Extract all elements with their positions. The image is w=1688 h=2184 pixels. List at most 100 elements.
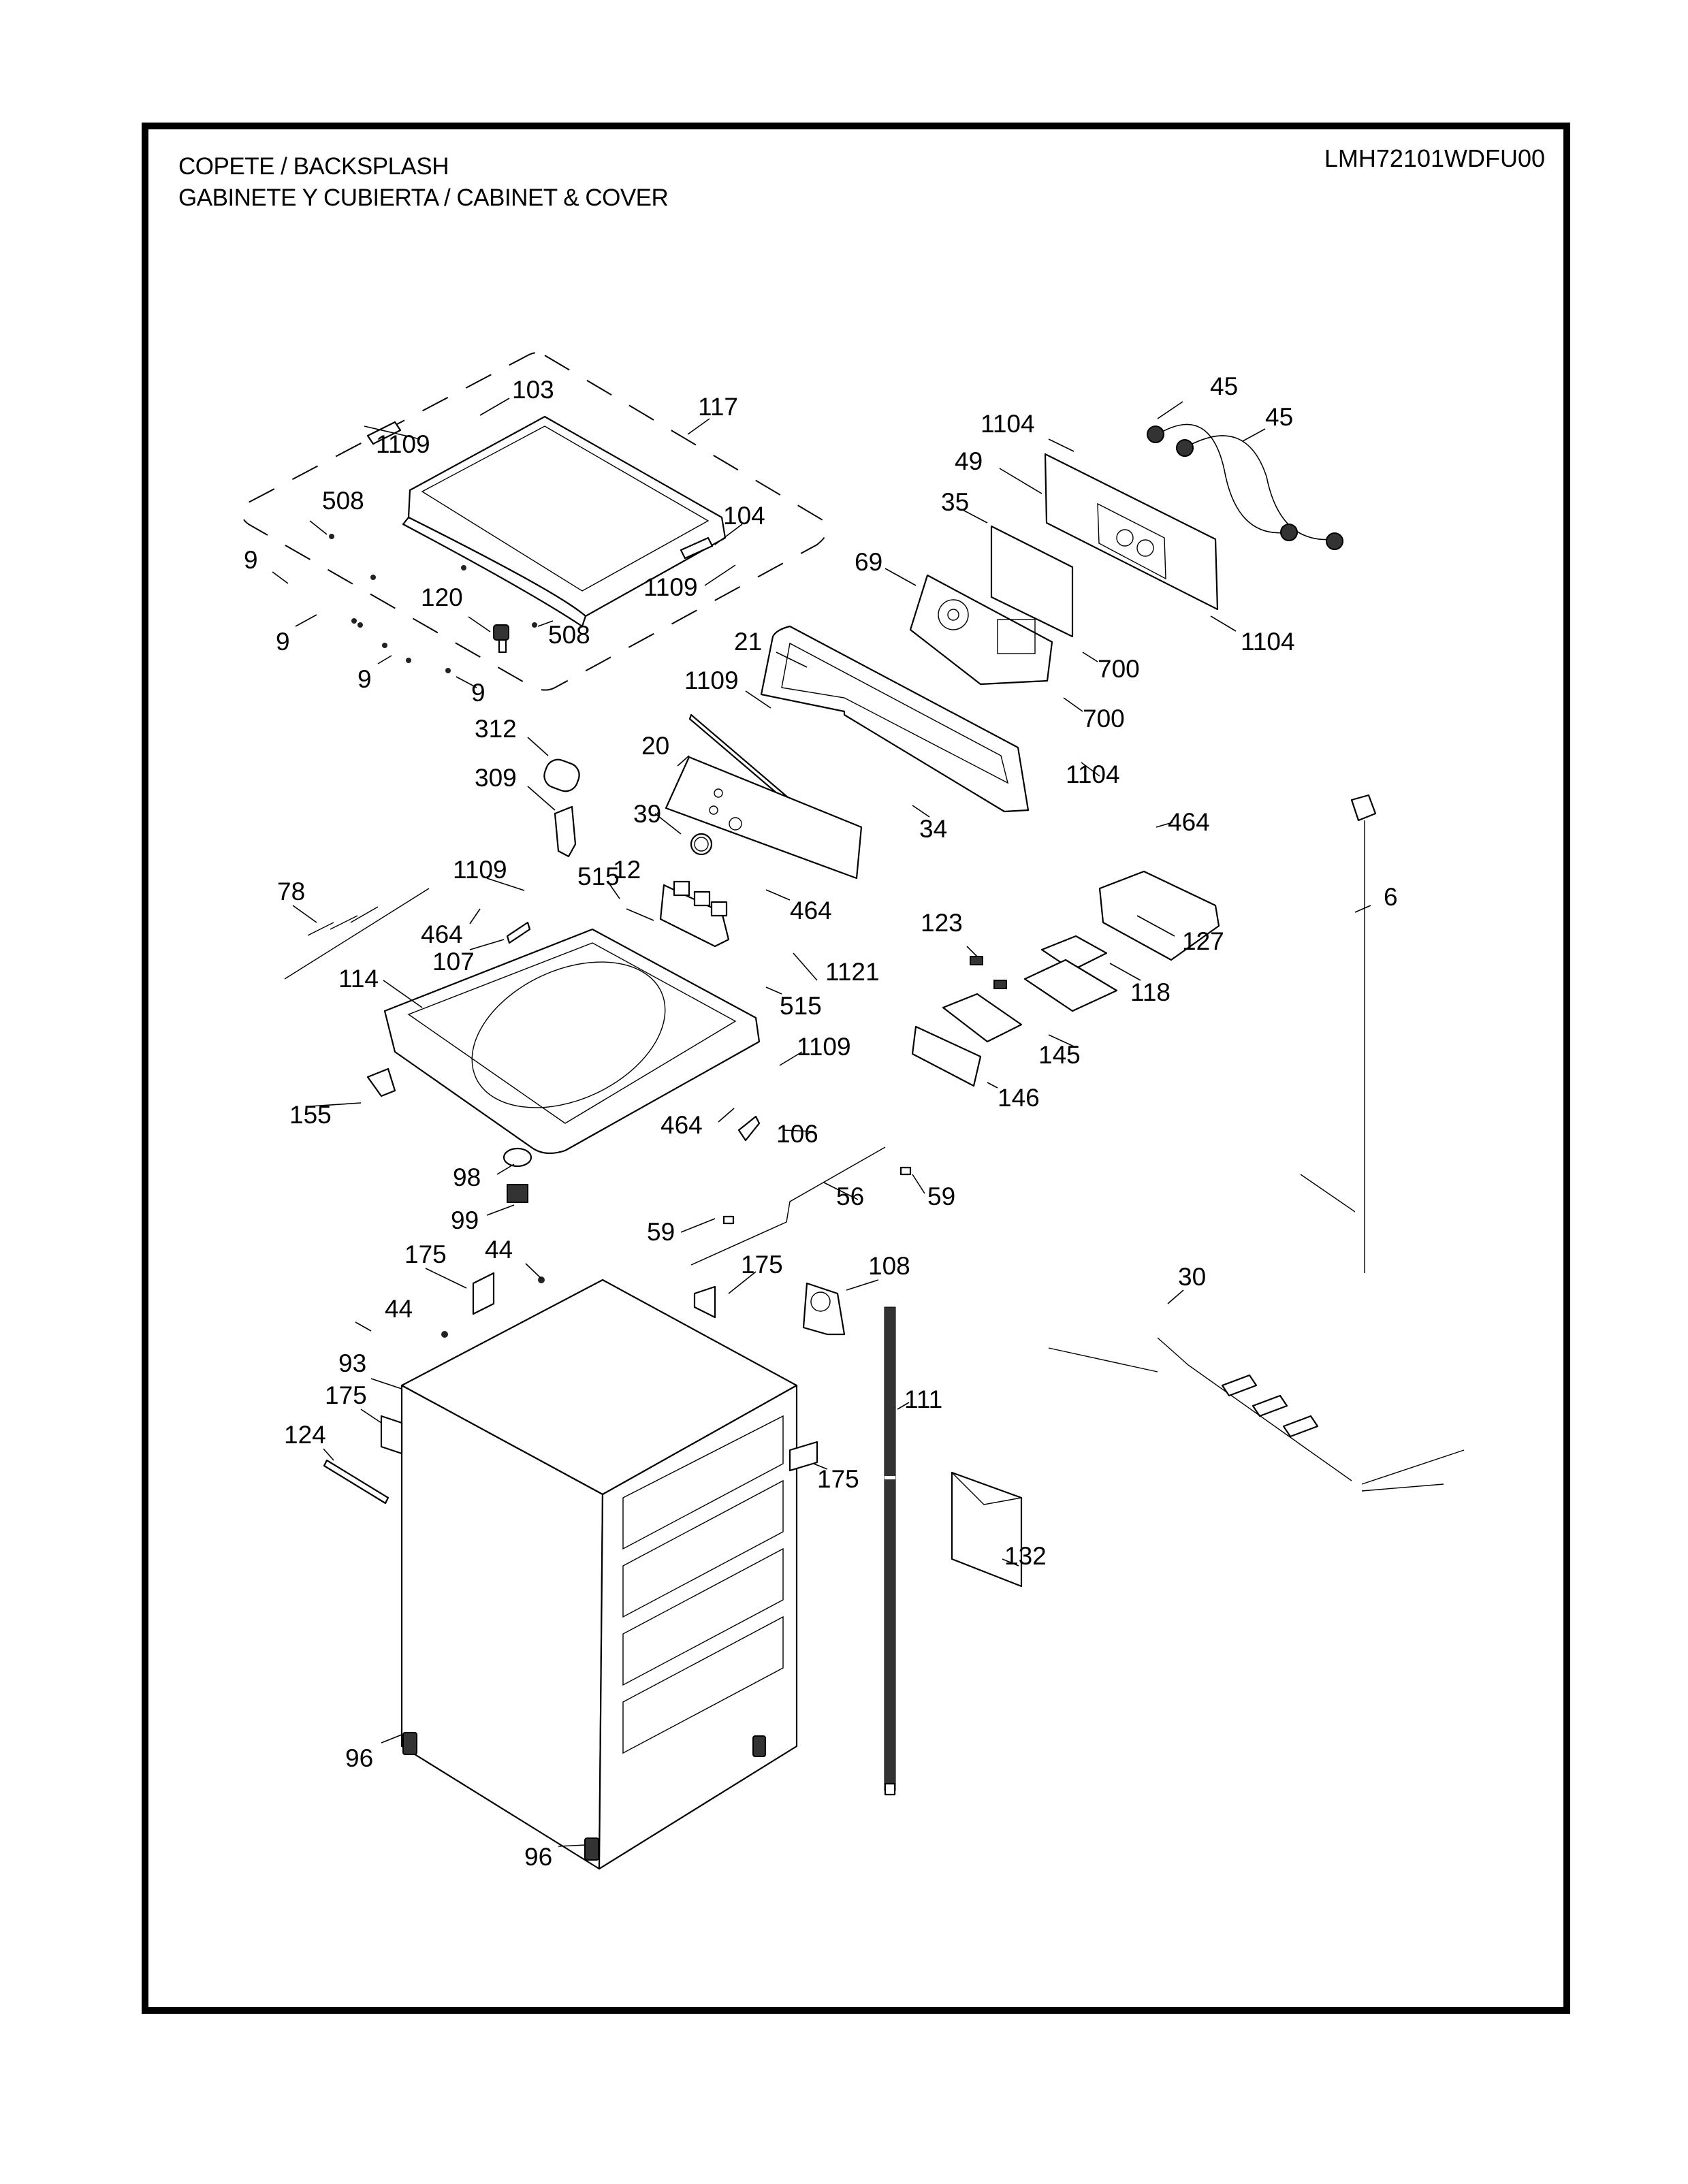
lid-assembly xyxy=(402,415,727,628)
backsplash-housing xyxy=(760,625,1030,813)
callout-44: 44 xyxy=(485,1236,513,1264)
callout-464: 464 xyxy=(660,1111,703,1139)
control-panel-overlay xyxy=(665,756,863,880)
callout-21: 21 xyxy=(734,628,762,656)
label-sheet xyxy=(990,525,1074,638)
water-inlet-valve xyxy=(659,880,730,948)
drawer-handle xyxy=(911,1025,982,1087)
callout-515: 515 xyxy=(780,992,822,1020)
callout-1109: 1109 xyxy=(643,573,698,601)
lid-hinge-right xyxy=(680,536,714,560)
cover-98 xyxy=(503,1147,532,1168)
callout-78: 78 xyxy=(277,878,305,905)
callout-127: 127 xyxy=(1182,927,1224,955)
callout-145: 145 xyxy=(1038,1041,1081,1069)
lid-lock xyxy=(493,624,509,654)
callout-700: 700 xyxy=(1098,655,1140,683)
callout-117: 117 xyxy=(698,393,738,421)
callout-99: 99 xyxy=(451,1206,479,1234)
callout-132: 132 xyxy=(1004,1542,1047,1570)
callout-508: 508 xyxy=(548,621,590,649)
callout-1104: 1104 xyxy=(1066,760,1120,788)
page-frame xyxy=(142,123,1570,2014)
callout-96: 96 xyxy=(524,1843,552,1871)
callout-leaders xyxy=(272,398,1371,1847)
switch-107 xyxy=(506,921,531,944)
callout-1104: 1104 xyxy=(981,410,1035,438)
callout-1109: 1109 xyxy=(376,430,430,458)
callout-1109: 1109 xyxy=(684,667,739,694)
section-title-cabinet-cover: GABINETE Y CUBIERTA / CABINET & COVER xyxy=(178,184,669,211)
drain-hose xyxy=(884,1306,896,1796)
callout-106: 106 xyxy=(776,1120,818,1148)
pump-cover xyxy=(802,1282,846,1336)
callout-34: 34 xyxy=(919,815,947,843)
lid-switch xyxy=(737,1115,761,1142)
callout-9: 9 xyxy=(471,679,485,707)
callout-124: 124 xyxy=(284,1421,326,1449)
callout-30: 30 xyxy=(1178,1263,1206,1291)
labels-175 xyxy=(380,1272,818,1472)
wire-harness-56 xyxy=(690,1146,886,1266)
callout-111: 111 xyxy=(904,1385,942,1413)
callout-309: 309 xyxy=(475,764,517,792)
dispenser-drawer xyxy=(942,993,1023,1043)
dispenser-caps xyxy=(970,956,1007,989)
callout-103: 103 xyxy=(512,376,554,404)
callout-175: 175 xyxy=(741,1251,783,1279)
callout-20: 20 xyxy=(641,732,669,760)
callout-120: 120 xyxy=(421,583,463,611)
capacitor-bracket xyxy=(554,805,577,858)
cabinet xyxy=(400,1279,798,1870)
callout-45: 45 xyxy=(1265,403,1293,431)
callout-6: 6 xyxy=(1384,883,1398,911)
bumpers xyxy=(329,534,537,673)
owners-manual xyxy=(951,1471,1023,1588)
callout-59: 59 xyxy=(927,1183,955,1210)
callout-464: 464 xyxy=(1168,808,1210,836)
callout-1104: 1104 xyxy=(1241,628,1295,656)
callout-44: 44 xyxy=(385,1295,413,1323)
callout-98: 98 xyxy=(453,1163,481,1191)
power-cord xyxy=(1300,794,1377,1273)
callout-312: 312 xyxy=(475,715,517,743)
callout-104: 104 xyxy=(723,502,765,530)
knob xyxy=(690,833,713,856)
callout-1109: 1109 xyxy=(453,856,507,884)
section-title-backsplash: COPETE / BACKSPLASH xyxy=(178,153,449,180)
callout-146: 146 xyxy=(998,1084,1040,1112)
capacitor xyxy=(543,758,580,792)
wire-harness-78 xyxy=(284,888,430,980)
callout-labels: 103 117 1109 508 104 1109 9 120 508 9 9 … xyxy=(244,372,1398,1871)
control-board xyxy=(909,574,1053,686)
rear-panel xyxy=(1044,453,1219,611)
callout-35: 35 xyxy=(941,488,969,516)
callout-39: 39 xyxy=(633,800,661,828)
clips-59 xyxy=(722,1166,912,1225)
callout-9: 9 xyxy=(276,628,290,656)
callout-69: 69 xyxy=(855,548,882,576)
callout-49: 49 xyxy=(955,447,983,475)
callout-464: 464 xyxy=(790,897,832,925)
top-cover xyxy=(383,928,761,1155)
callout-45: 45 xyxy=(1210,372,1238,400)
callout-508: 508 xyxy=(322,487,364,515)
callout-56: 56 xyxy=(836,1183,864,1210)
main-harness xyxy=(1048,1337,1465,1492)
callout-175: 175 xyxy=(325,1381,367,1409)
lid-group-boundary xyxy=(241,352,829,691)
callout-155: 155 xyxy=(289,1101,332,1129)
brace xyxy=(323,1459,389,1505)
connector-box-99 xyxy=(507,1184,528,1203)
lid-handle xyxy=(366,1067,396,1097)
model-number: LMH72101WDFU00 xyxy=(1324,144,1545,172)
callout-59: 59 xyxy=(647,1218,675,1246)
callout-1109: 1109 xyxy=(797,1033,851,1061)
callout-700: 700 xyxy=(1083,705,1125,733)
inlet-hoses xyxy=(1147,423,1343,550)
callout-1121: 1121 xyxy=(825,958,880,986)
dispenser-housing xyxy=(1098,870,1220,961)
callout-108: 108 xyxy=(868,1252,910,1280)
callout-114: 114 xyxy=(338,965,379,993)
